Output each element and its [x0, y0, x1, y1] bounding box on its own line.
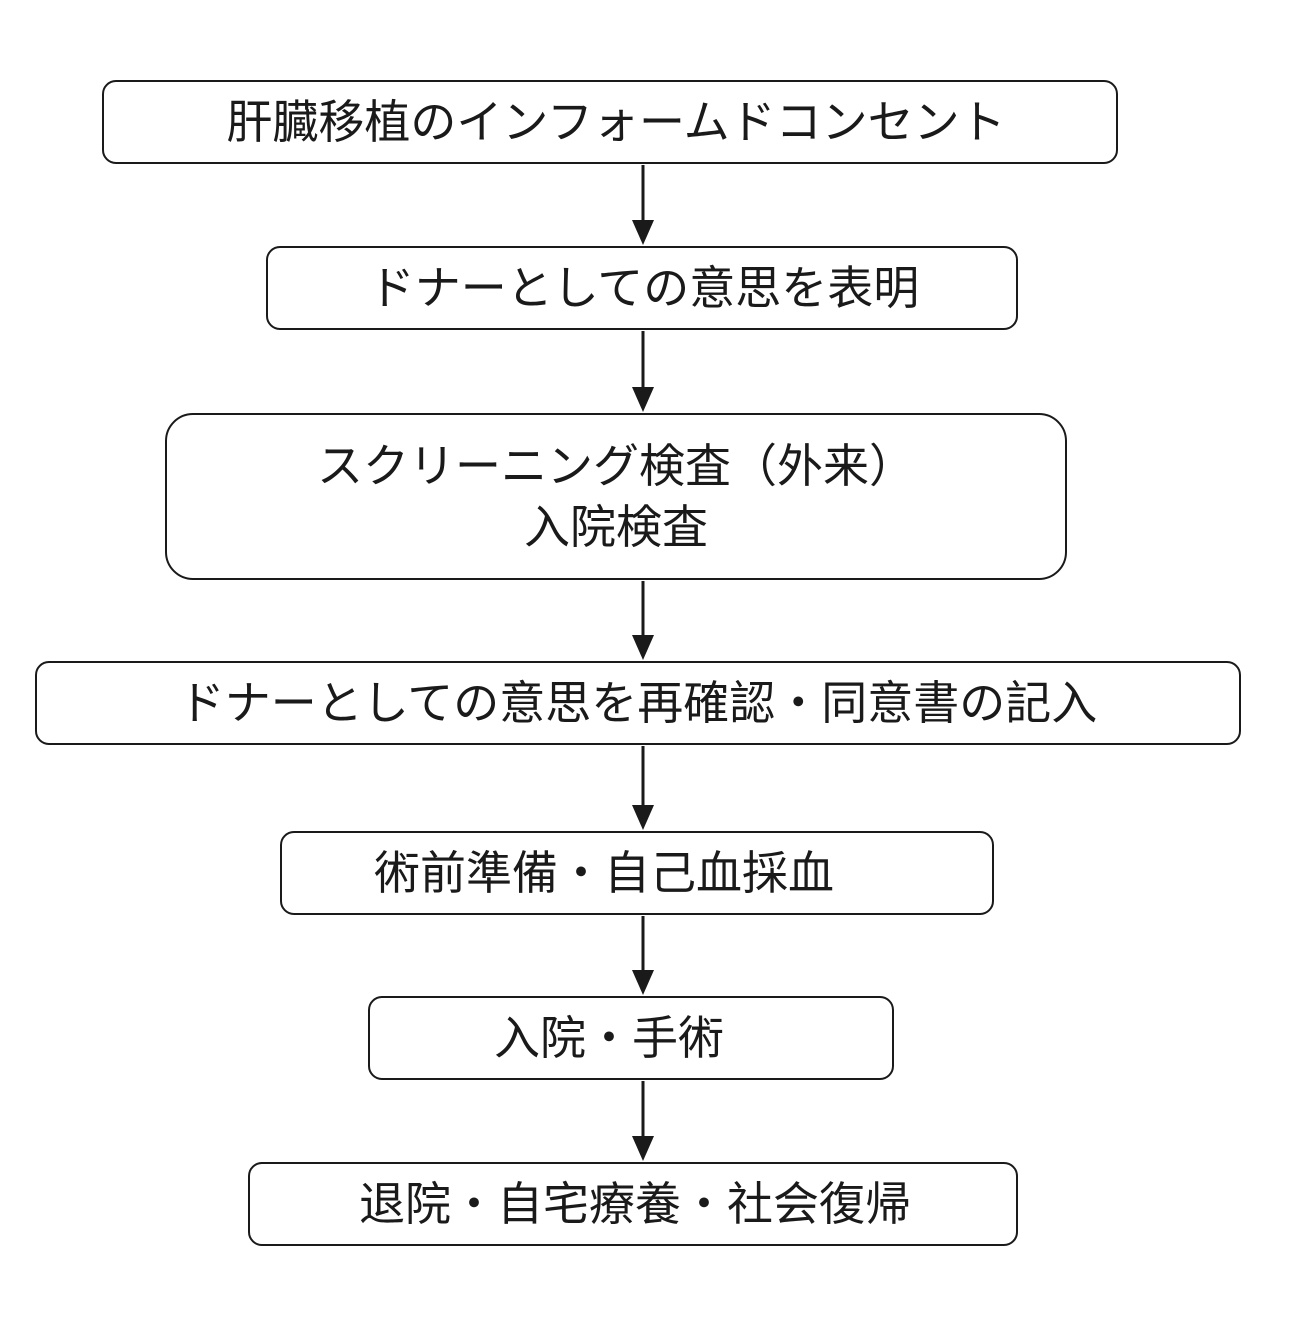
step-screening: スクリーニング検査（外来） 入院検査 — [165, 413, 1067, 580]
step-label: 術前準備・自己血採血 — [374, 846, 834, 900]
step-preop-prep: 術前準備・自己血採血 — [280, 831, 994, 915]
step-admission-surgery: 入院・手術 — [368, 996, 894, 1080]
step-label: ドナーとしての意思を再確認・同意書の記入 — [178, 676, 1098, 730]
flow-arrow — [632, 916, 654, 995]
step-label: スクリーニング検査（外来） — [317, 439, 915, 494]
step-discharge: 退院・自宅療養・社会復帰 — [248, 1162, 1018, 1246]
step-label: 入院検査 — [524, 499, 708, 554]
step-donor-intent: ドナーとしての意思を表明 — [266, 246, 1018, 330]
flow-arrow — [632, 165, 654, 245]
step-label: 入院・手術 — [494, 1011, 724, 1065]
flow-arrow — [632, 746, 654, 830]
flow-arrow — [632, 1081, 654, 1161]
step-reconfirm-consent: ドナーとしての意思を再確認・同意書の記入 — [35, 661, 1241, 745]
step-label: 退院・自宅療養・社会復帰 — [359, 1177, 911, 1231]
step-label: ドナーとしての意思を表明 — [368, 261, 920, 315]
step-label: 肝臓移植のインフォームドコンセント — [226, 95, 1006, 149]
flow-arrow — [632, 331, 654, 412]
flow-arrow — [632, 581, 654, 660]
step-informed-consent: 肝臓移植のインフォームドコンセント — [102, 80, 1118, 164]
